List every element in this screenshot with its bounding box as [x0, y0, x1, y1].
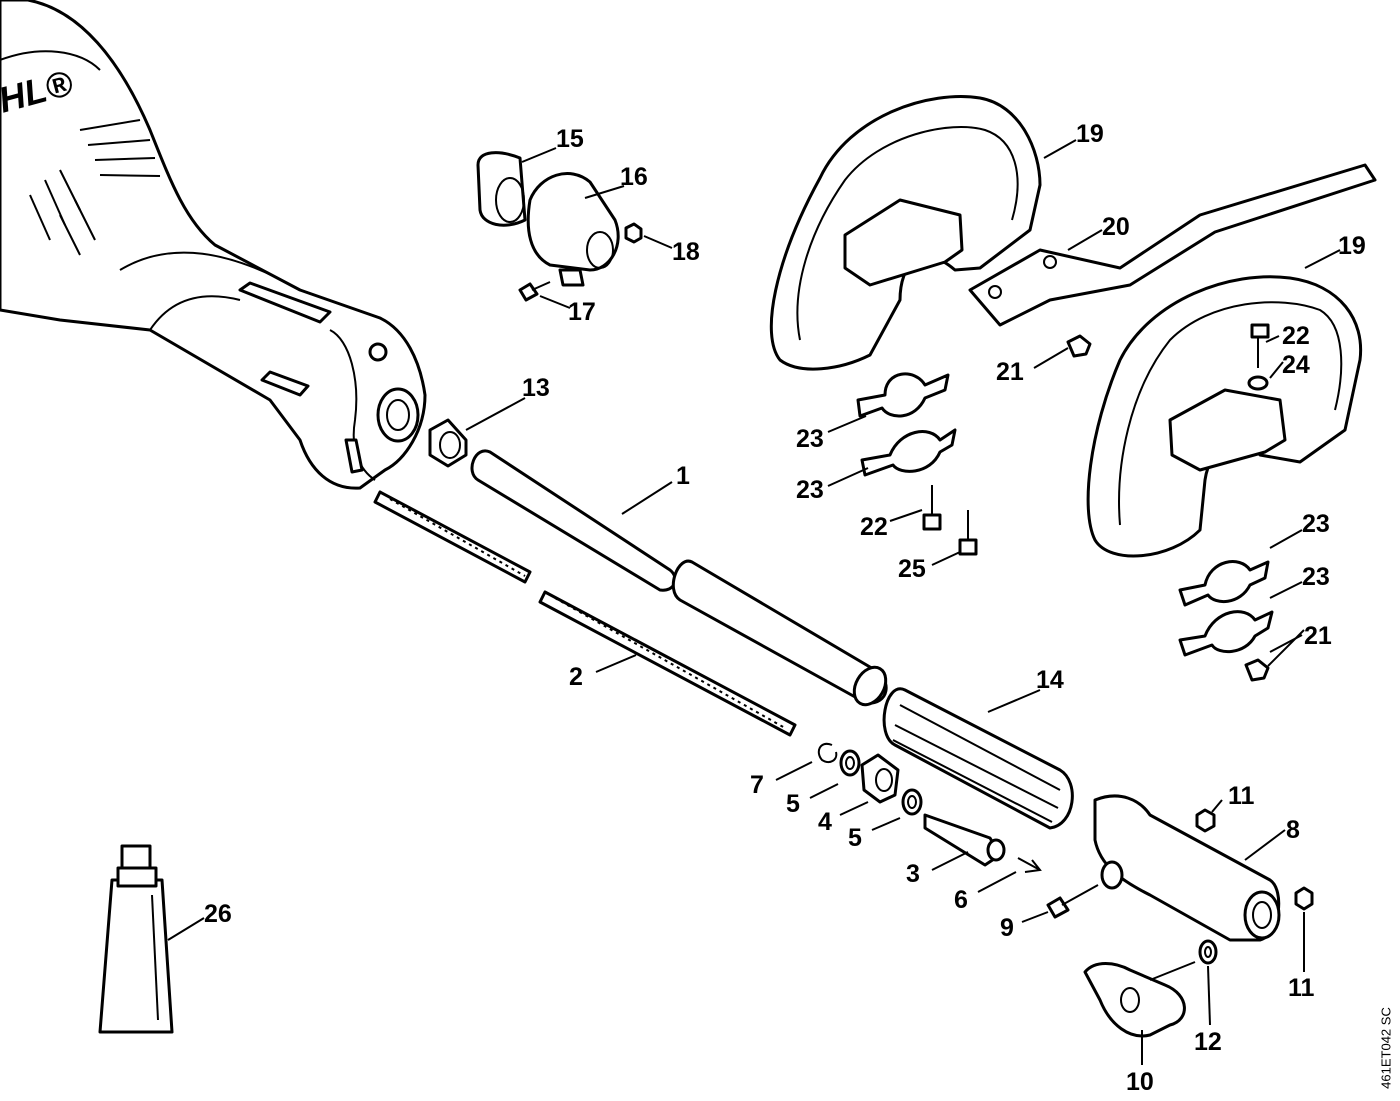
callout-25: 25 — [898, 555, 926, 583]
part-8-clamp-housing — [1093, 794, 1281, 942]
part-24-washer — [1247, 375, 1269, 391]
part-23-clamp-d — [1178, 610, 1274, 657]
callout-21b: 21 — [1304, 622, 1332, 650]
part-1-drive-tube — [470, 449, 888, 707]
callout-23c: 23 — [1302, 510, 1330, 538]
part-5-washer-a — [839, 749, 861, 777]
part-20-bracket-bar — [968, 163, 1377, 327]
part-25-screw — [958, 510, 978, 556]
callout-8: 8 — [1286, 816, 1300, 844]
part-12-washer — [1198, 939, 1218, 965]
reference-code: 461ET042 SC — [1378, 1007, 1394, 1089]
part-2-drive-shaft — [373, 490, 797, 737]
callout-5b: 5 — [848, 824, 862, 852]
callout-11a: 11 — [1228, 782, 1255, 810]
part-14-sleeve — [882, 687, 1074, 830]
callout-12: 12 — [1194, 1028, 1222, 1056]
part-22-screw-b — [922, 485, 942, 531]
part-11-nut-b — [1294, 886, 1314, 911]
part-6-pin — [1017, 857, 1042, 873]
part-10-knob — [1083, 961, 1196, 1038]
leader-lines — [167, 139, 1341, 1065]
callout-11b: 11 — [1288, 974, 1315, 1002]
callout-24: 24 — [1282, 351, 1310, 379]
callout-26: 26 — [204, 900, 232, 928]
part-21-nut-b — [1244, 658, 1270, 682]
callout-22a: 22 — [1282, 322, 1310, 350]
part-4-nut — [860, 753, 900, 804]
callout-17: 17 — [568, 298, 596, 326]
callout-21a: 21 — [996, 358, 1024, 386]
part-23-clamp-b — [860, 428, 957, 477]
callout-22b: 22 — [860, 513, 888, 541]
part-26-grease-tube — [98, 844, 174, 1034]
part-16-clamp — [526, 172, 620, 287]
callout-15: 15 — [556, 125, 584, 153]
callout-20: 20 — [1102, 213, 1130, 241]
callout-10: 10 — [1126, 1068, 1154, 1096]
callout-3: 3 — [906, 860, 920, 888]
part-23-clamp-a — [856, 372, 950, 418]
part-11-nut-a — [1195, 808, 1216, 833]
callout-23a: 23 — [796, 425, 824, 453]
part-15-clip — [476, 151, 527, 227]
part-13-bushing — [428, 418, 468, 468]
callout-23d: 23 — [1302, 563, 1330, 591]
callout-labels: 1 2 3 4 5 5 6 7 8 9 10 11 11 12 13 14 15… — [204, 120, 1366, 1096]
part-19-loop-handle-b — [1086, 275, 1363, 558]
part-17-screw — [518, 281, 551, 302]
callout-2: 2 — [569, 663, 583, 691]
callout-14: 14 — [1036, 666, 1064, 694]
part-7-circlip — [817, 742, 838, 763]
part-19-loop-handle-a — [769, 95, 1042, 371]
callout-9: 9 — [1000, 914, 1014, 942]
engine-housing: HL® — [0, 0, 427, 490]
callout-23b: 23 — [796, 476, 824, 504]
cooling-slots — [29, 119, 161, 256]
part-22-screw-a — [1250, 323, 1270, 368]
part-18-nut — [624, 222, 643, 244]
callout-19a: 19 — [1076, 120, 1104, 148]
part-3-spindle — [923, 813, 1006, 867]
callout-5a: 5 — [786, 790, 800, 818]
callout-6: 6 — [954, 886, 968, 914]
callout-16: 16 — [620, 163, 648, 191]
callout-4: 4 — [818, 808, 832, 836]
part-5-washer-b — [901, 788, 923, 816]
callout-19b: 19 — [1338, 232, 1366, 260]
callout-13: 13 — [522, 374, 550, 402]
part-21-nut-a — [1066, 334, 1092, 358]
part-23-clamp-c — [1178, 560, 1270, 607]
callout-18: 18 — [672, 238, 700, 266]
callout-1: 1 — [676, 462, 690, 490]
callout-7: 7 — [750, 771, 764, 799]
part-9-screw — [1046, 884, 1099, 919]
